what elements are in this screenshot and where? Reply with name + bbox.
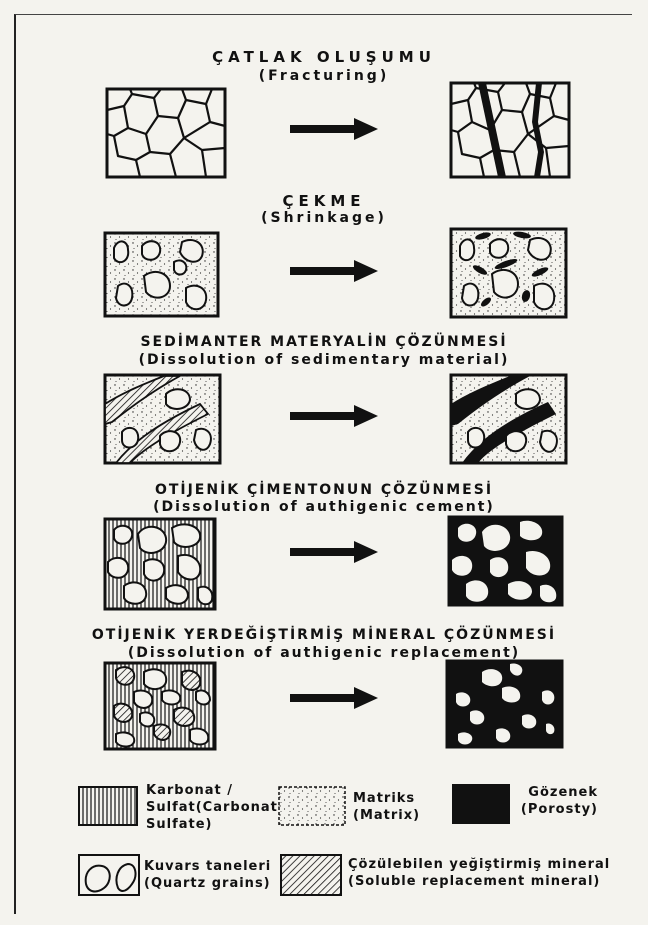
section-2-subtitle: (Shrinkage): [0, 210, 648, 226]
cement-arrow: [290, 540, 380, 564]
section-2-title: ÇEKME: [0, 192, 648, 210]
legend-porosity-swatch: [452, 784, 510, 824]
shrinkage-after-panel: [450, 228, 567, 318]
legend-quartz-line2: (Quartz grains): [144, 875, 271, 892]
legend-quartz-label: Kuvars taneleri (Quartz grains): [144, 858, 271, 892]
sedimentary-before-panel: [104, 374, 221, 464]
legend-replacement-line2: (Soluble replacement mineral): [348, 873, 610, 890]
section-1-title: ÇATLAK OLUŞUMU: [0, 48, 648, 66]
shrinkage-before-panel: [104, 232, 219, 317]
replacement-before-panel: [104, 662, 216, 750]
section-5-subtitle: (Dissolution of authigenic replacement): [0, 645, 648, 661]
cement-before-panel: [104, 518, 216, 610]
legend-carbonate-line3: Sulfate): [146, 816, 288, 833]
section-4-title: OTİJENİK ÇİMENTONUN ÇÖZÜNMESİ: [0, 482, 648, 498]
legend-carbonate-swatch: [78, 786, 138, 826]
legend-matrix-line2: (Matrix): [353, 807, 420, 824]
cement-after-panel: [448, 516, 563, 606]
legend-matrix-label: Matriks (Matrix): [353, 790, 420, 824]
legend-quartz-swatch: [78, 854, 140, 896]
fracturing-arrow: [290, 117, 380, 141]
section-5-title: OTİJENİK YERDEĞİŞTİRMİŞ MİNERAL ÇÖZÜNMES…: [0, 627, 648, 643]
shrinkage-arrow: [290, 259, 380, 283]
legend-replacement-label: Çözülebilen yeğiştirmiş mineral (Soluble…: [348, 856, 610, 890]
legend-replacement-swatch: [280, 854, 342, 896]
legend-porosity-line2: (Porosty): [512, 801, 598, 818]
fracturing-before-panel: [106, 88, 226, 178]
section-3-subtitle: (Dissolution of sedimentary material): [0, 352, 648, 368]
legend-carbonate-label: Karbonat / Sulfat(Carbonate Sulfate): [146, 782, 288, 833]
legend-matrix-line1: Matriks: [353, 790, 420, 807]
legend-porosity-label: Gözenek (Porosty): [512, 784, 598, 818]
replacement-arrow: [290, 686, 380, 710]
legend-carbonate-line2: Sulfat(Carbonate: [146, 799, 288, 816]
replacement-after-panel: [446, 660, 563, 748]
section-4-subtitle: (Dissolution of authigenic cement): [0, 499, 648, 515]
legend-porosity-line1: Gözenek: [512, 784, 598, 801]
legend-quartz-line1: Kuvars taneleri: [144, 858, 271, 875]
section-3-title: SEDİMANTER MATERYALİN ÇÖZÜNMESİ: [0, 334, 648, 350]
sedimentary-arrow: [290, 404, 380, 428]
legend-matrix-swatch: [278, 786, 346, 826]
sedimentary-after-panel: [450, 374, 567, 464]
fracturing-after-panel: [450, 82, 570, 178]
legend-carbonate-line1: Karbonat /: [146, 782, 288, 799]
legend-replacement-line1: Çözülebilen yeğiştirmiş mineral: [348, 856, 610, 873]
